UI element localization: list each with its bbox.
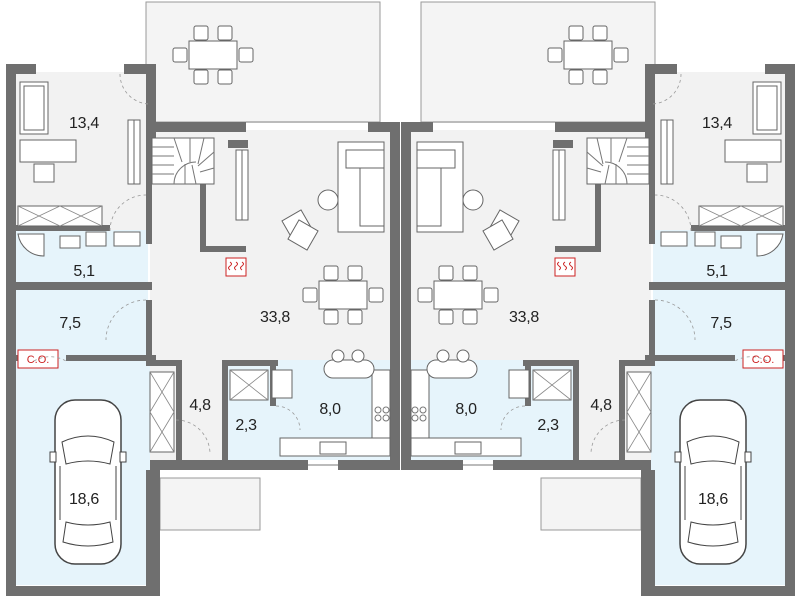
left-living-area: 33,8 [260, 309, 290, 326]
right-garage-area: 18,6 [698, 491, 728, 508]
right-unit: 13,4 5,1 7,5 C.O. 18,6 33,8 4,8 2,3 8,0 [401, 2, 795, 596]
right-pantry-area: 2,3 [537, 417, 559, 434]
left-garage-area: 18,6 [69, 491, 99, 508]
right-bathroom-area: 5,1 [706, 263, 728, 280]
left-bathroom-area: 5,1 [73, 263, 95, 280]
left-pantry-area: 2,3 [235, 417, 257, 434]
left-hall-area: 4,8 [189, 397, 211, 414]
right-living-area: 33,8 [509, 309, 539, 326]
right-office-area: 13,4 [702, 115, 732, 132]
left-boiler-label: C.O. [27, 354, 50, 366]
right-boiler-room-area: 7,5 [710, 315, 732, 332]
right-kitchen-area: 8,0 [455, 401, 477, 418]
left-kitchen-area: 8,0 [319, 401, 341, 418]
right-boiler-label: C.O. [752, 354, 775, 366]
left-boiler-room-area: 7,5 [59, 315, 81, 332]
right-hall-area: 4,8 [590, 397, 612, 414]
left-office-area: 13,4 [69, 115, 99, 132]
left-unit: 13,4 5,1 7,5 C.O. 18,6 33,8 4,8 2,3 8,0 [6, 2, 400, 596]
